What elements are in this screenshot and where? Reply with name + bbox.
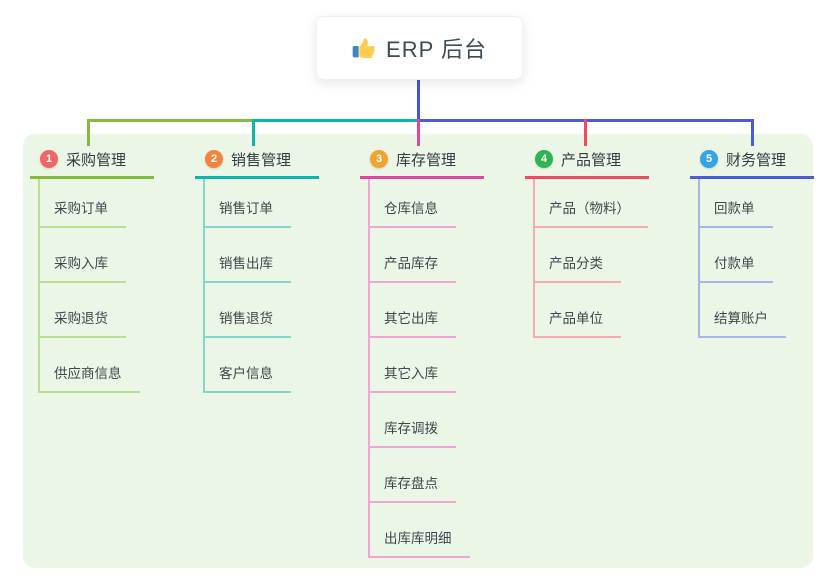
branch-header[interactable]: 4 产品管理: [525, 146, 650, 179]
child-label: 产品库存: [384, 256, 438, 271]
child-node[interactable]: 付款单: [698, 228, 773, 283]
thumbs-up-icon: [352, 36, 376, 60]
child-node[interactable]: 结算账户: [698, 283, 786, 338]
branch-header[interactable]: 3 库存管理: [360, 146, 485, 179]
child-node[interactable]: 采购退货: [38, 283, 126, 338]
child-label: 库存盘点: [384, 476, 438, 491]
child-node[interactable]: 其它出库: [368, 283, 456, 338]
branch-5: 5 财务管理回款单付款单结算账户: [690, 146, 815, 338]
child-node[interactable]: 库存盘点: [368, 448, 456, 503]
branch-label: 销售管理: [231, 151, 292, 169]
child-label: 其它入库: [384, 366, 438, 381]
child-label: 产品单位: [549, 311, 603, 326]
branch-drop-line: [87, 119, 90, 146]
child-node[interactable]: 产品单位: [533, 283, 621, 338]
bus-segment-1: [88, 119, 253, 122]
child-node[interactable]: 销售订单: [203, 179, 291, 228]
root-label: ERP 后台: [386, 37, 487, 62]
child-label: 库存调拨: [384, 421, 438, 436]
child-node[interactable]: 客户信息: [203, 338, 291, 393]
branch-label: 产品管理: [561, 151, 622, 169]
child-label: 采购退货: [54, 311, 108, 326]
branch-number-badge: 3: [370, 150, 388, 168]
child-node[interactable]: 出库库明细: [368, 503, 470, 558]
child-label: 销售订单: [219, 201, 273, 216]
child-label: 付款单: [714, 256, 755, 271]
branch-number-badge: 4: [535, 150, 553, 168]
child-node[interactable]: 采购订单: [38, 179, 126, 228]
branch-number-badge: 2: [205, 150, 223, 168]
branch-drop-line: [417, 119, 420, 146]
branch-number-badge: 1: [40, 150, 58, 168]
branch-drop-line: [751, 119, 754, 146]
child-label: 产品分类: [549, 256, 603, 271]
child-node[interactable]: 销售出库: [203, 228, 291, 283]
root-node[interactable]: ERP 后台: [316, 16, 523, 80]
child-label: 回款单: [714, 201, 755, 216]
branch-1: 1 采购管理采购订单采购入库采购退货供应商信息: [30, 146, 155, 393]
child-label: 采购入库: [54, 256, 108, 271]
child-node[interactable]: 产品（物料）: [533, 179, 648, 228]
root-connector-line: [417, 80, 420, 119]
child-node[interactable]: 库存调拨: [368, 393, 456, 448]
branch-label: 财务管理: [726, 151, 787, 169]
bus-segment-2: [253, 119, 418, 122]
branch-children: 产品（物料） 产品分类产品单位: [533, 179, 648, 338]
child-label: 产品（物料）: [549, 201, 630, 216]
child-label: 客户信息: [219, 366, 273, 381]
branch-children: 采购订单采购入库采购退货供应商信息: [38, 179, 140, 393]
child-label: 供应商信息: [54, 366, 122, 381]
branch-number-badge: 5: [700, 150, 718, 168]
child-label: 仓库信息: [384, 201, 438, 216]
branch-children: 销售订单销售出库销售退货客户信息: [203, 179, 291, 393]
branch-label: 采购管理: [66, 151, 127, 169]
branch-drop-line: [252, 119, 255, 146]
child-node[interactable]: 仓库信息: [368, 179, 456, 228]
child-node[interactable]: 其它入库: [368, 338, 456, 393]
child-label: 销售退货: [219, 311, 273, 326]
child-node[interactable]: 供应商信息: [38, 338, 140, 393]
branches-panel: [23, 134, 813, 568]
child-label: 其它出库: [384, 311, 438, 326]
branch-children: 仓库信息产品库存其它出库其它入库库存调拨库存盘点出库库明细: [368, 179, 470, 558]
child-label: 采购订单: [54, 201, 108, 216]
child-label: 销售出库: [219, 256, 273, 271]
branch-children: 回款单付款单结算账户: [698, 179, 786, 338]
branch-3: 3 库存管理仓库信息产品库存其它出库其它入库库存调拨库存盘点出库库明细: [360, 146, 485, 558]
child-node[interactable]: 销售退货: [203, 283, 291, 338]
child-node[interactable]: 回款单: [698, 179, 773, 228]
child-node[interactable]: 产品分类: [533, 228, 621, 283]
child-node[interactable]: 产品库存: [368, 228, 456, 283]
child-label: 出库库明细: [384, 531, 452, 546]
branch-4: 4 产品管理产品（物料） 产品分类产品单位: [525, 146, 650, 338]
branch-label: 库存管理: [396, 151, 457, 169]
child-node[interactable]: 采购入库: [38, 228, 126, 283]
branch-header[interactable]: 1 采购管理: [30, 146, 155, 179]
branch-drop-line: [584, 119, 587, 146]
branch-header[interactable]: 2 销售管理: [195, 146, 320, 179]
branch-2: 2 销售管理销售订单销售出库销售退货客户信息: [195, 146, 320, 393]
child-label: 结算账户: [714, 311, 768, 326]
branch-header[interactable]: 5 财务管理: [690, 146, 815, 179]
